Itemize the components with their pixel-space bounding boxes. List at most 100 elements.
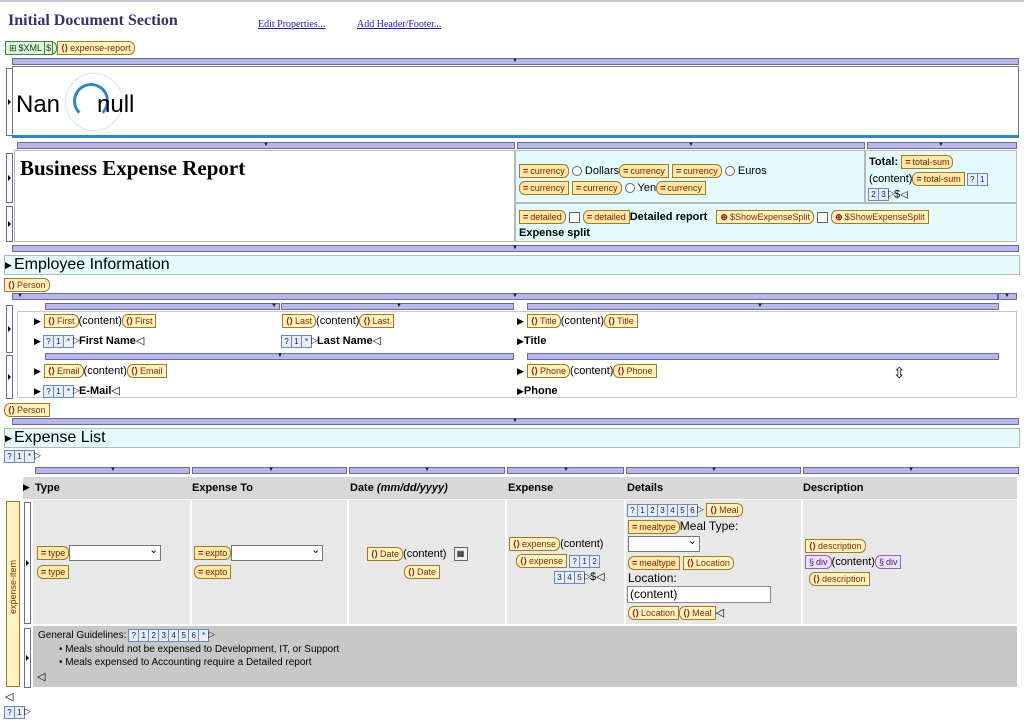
layout-caret[interactable]: ▼	[512, 58, 518, 64]
mealtype-end-tag[interactable]: =mealtype	[628, 556, 680, 570]
div-tag[interactable]: §div	[805, 555, 832, 569]
first-end-tag[interactable]: ⟨⟩First	[121, 314, 157, 328]
expand-arrow-icon[interactable]: ▶	[34, 386, 41, 396]
layout-caret[interactable]: ▼	[263, 142, 269, 148]
layout-caret[interactable]: ▼	[512, 293, 518, 299]
layout-bar[interactable]	[803, 467, 1019, 474]
location-input[interactable]: (content)	[627, 586, 771, 603]
currency-tag[interactable]: =currency	[671, 164, 722, 178]
xml-root-tag[interactable]: ⊞$XML $	[5, 41, 58, 55]
layout-caret[interactable]: ▼	[711, 467, 717, 473]
layout-bar[interactable]	[349, 467, 505, 474]
row-marker[interactable]	[6, 153, 13, 203]
format-counter[interactable]: ?1*▷	[281, 334, 318, 348]
show-split-tag[interactable]: ⊕$ShowExpenseSplit	[716, 210, 815, 224]
expto-tag[interactable]: =expto	[194, 546, 232, 560]
div-end-tag[interactable]: §div	[874, 555, 902, 569]
euros-radio[interactable]	[724, 166, 735, 176]
format-counter[interactable]: ?1*▷	[4, 450, 41, 463]
layout-bar[interactable]	[12, 245, 1019, 252]
layout-caret[interactable]: ▼	[268, 467, 274, 473]
yen-radio[interactable]	[624, 183, 635, 193]
format-counter[interactable]: ?1▷	[4, 706, 31, 719]
currency-tag[interactable]: =currency	[519, 164, 569, 178]
detailed-end-tag[interactable]: =detailed	[582, 210, 630, 224]
expand-arrow-icon[interactable]: ▶	[34, 315, 41, 326]
layout-bar[interactable]	[45, 353, 514, 360]
format-counter[interactable]: ?1*▷	[42, 334, 80, 348]
layout-caret[interactable]: ▼	[424, 467, 430, 473]
currency-end-tag[interactable]: =currency	[619, 164, 669, 178]
expense-end-tag[interactable]: ⟨⟩expense	[516, 554, 568, 568]
layout-caret[interactable]: ▼	[396, 303, 402, 309]
phone-end-tag[interactable]: ⟨⟩Phone	[613, 364, 657, 378]
layout-caret[interactable]: ▼	[563, 467, 569, 473]
email-tag[interactable]: ⟨⟩Email	[43, 364, 84, 378]
layout-bar[interactable]	[12, 293, 998, 300]
layout-bar[interactable]	[192, 467, 347, 474]
title-end-tag[interactable]: ⟨⟩Title	[604, 314, 638, 328]
expto-dropdown[interactable]	[231, 543, 324, 561]
expand-arrow-icon[interactable]: ▶	[517, 315, 524, 326]
meal-tag[interactable]: ⟨⟩Meal	[706, 503, 743, 517]
row-marker[interactable]	[6, 355, 13, 399]
expand-arrow-icon[interactable]: ▶	[34, 365, 41, 376]
date-end-tag[interactable]: ⟨⟩Date	[404, 565, 441, 579]
show-split-checkbox[interactable]	[817, 211, 829, 223]
expand-arrow-icon[interactable]: ▶	[517, 365, 524, 376]
expense-item-side-tag[interactable]: expense-item	[6, 501, 20, 687]
edit-properties-link[interactable]: Edit Properties...	[258, 19, 326, 30]
add-header-footer-link[interactable]: Add Header/Footer...	[357, 19, 442, 30]
description-end-tag[interactable]: ⟨⟩description	[809, 572, 870, 586]
meal-end-tag[interactable]: ⟨⟩Meal	[679, 606, 716, 621]
layout-bar[interactable]	[626, 467, 801, 474]
layout-caret[interactable]: ▼	[512, 245, 518, 251]
currency-end-tag[interactable]: =currency	[519, 181, 569, 195]
layout-caret[interactable]: ▼	[271, 303, 277, 309]
layout-bar[interactable]	[12, 418, 1019, 425]
expand-arrow-icon[interactable]: ▶	[34, 336, 41, 346]
total-sum-end-tag[interactable]: =total-sum	[912, 172, 965, 186]
layout-caret[interactable]: ▼	[277, 353, 283, 359]
layout-bar[interactable]	[45, 303, 280, 310]
row-marker[interactable]	[24, 628, 31, 688]
layout-caret[interactable]: ▼	[512, 418, 518, 424]
date-tag[interactable]: ⟨⟩Date	[367, 547, 404, 561]
mealtype-tag[interactable]: =mealtype	[628, 520, 680, 535]
type-dropdown[interactable]	[69, 543, 162, 561]
expand-arrow-icon[interactable]: ▶	[517, 336, 524, 346]
layout-bar[interactable]	[35, 467, 190, 474]
layout-bar[interactable]	[867, 142, 1017, 149]
expense-report-tag[interactable]: ⟨⟩expense-report	[57, 41, 135, 55]
location-tag[interactable]: ⟨⟩Location	[682, 556, 734, 570]
expto-end-tag[interactable]: =expto	[194, 565, 232, 579]
expand-arrow-icon[interactable]: ▶	[23, 482, 30, 492]
layout-caret[interactable]: ▼	[688, 142, 694, 148]
row-marker[interactable]	[6, 206, 13, 242]
email-end-tag[interactable]: ⟨⟩Email	[126, 364, 167, 378]
person-end-tag[interactable]: ⟨⟩Person	[4, 403, 50, 417]
layout-caret[interactable]: ▼	[757, 303, 763, 309]
currency-tag[interactable]: =currency	[571, 181, 622, 195]
layout-bar[interactable]	[527, 303, 999, 310]
show-split-end-tag[interactable]: ⊕$ShowExpenseSplit	[831, 210, 929, 224]
person-tag[interactable]: ⟨⟩Person	[4, 278, 50, 292]
currency-end-tag[interactable]: =currency	[656, 181, 706, 195]
expense-tag[interactable]: ⟨⟩expense	[509, 537, 561, 551]
expand-arrow-icon[interactable]: ▶	[517, 386, 524, 396]
layout-caret[interactable]: ▼	[1004, 293, 1010, 299]
format-counter[interactable]: ?1*▷	[42, 384, 80, 398]
layout-caret[interactable]: ▼	[17, 293, 23, 299]
layout-bar[interactable]	[507, 467, 624, 474]
type-end-tag[interactable]: =type	[37, 565, 70, 579]
type-tag[interactable]: =type	[37, 546, 70, 560]
layout-bar[interactable]	[17, 142, 515, 149]
total-sum-tag[interactable]: =total-sum	[901, 155, 954, 169]
layout-caret[interactable]: ▼	[110, 467, 116, 473]
phone-tag[interactable]: ⟨⟩Phone	[526, 364, 571, 378]
layout-bar[interactable]	[281, 303, 514, 310]
location-end-tag[interactable]: ⟨⟩Location	[628, 606, 680, 621]
